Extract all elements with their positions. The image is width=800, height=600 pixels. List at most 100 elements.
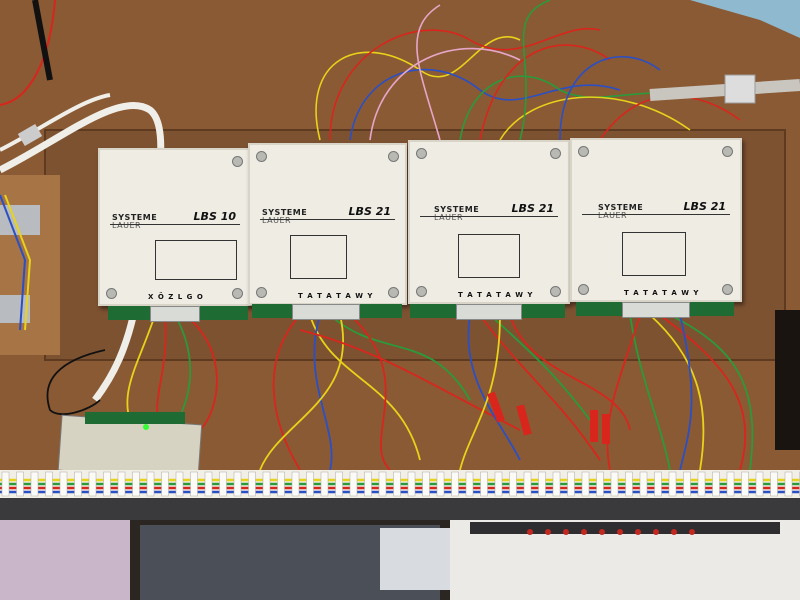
terminal-labels: T A T A T A W Y <box>624 289 700 297</box>
comb-tooth <box>581 471 590 497</box>
comb-tooth <box>639 471 648 497</box>
comb-tooth <box>277 471 285 497</box>
screw-icon <box>722 284 733 295</box>
comb-tooth <box>538 471 546 497</box>
screw-icon <box>550 148 561 159</box>
comb-tooth <box>291 471 300 497</box>
screw-icon <box>416 148 427 159</box>
comb-tooth <box>523 471 532 497</box>
terminal-labels: T A T A T A W Y <box>458 291 534 299</box>
comb-tooth <box>697 471 706 497</box>
comb-tooth <box>480 471 488 497</box>
comb-tooth <box>233 471 242 497</box>
brand-label: SYSTEME LAUER <box>112 213 158 230</box>
model-label: LBS 21 <box>683 200 726 213</box>
comb-tooth <box>465 471 474 497</box>
divider <box>260 219 395 220</box>
comb-tooth <box>320 471 329 497</box>
brand-label: SYSTEME LAUER <box>262 208 308 225</box>
comb-tooth <box>132 471 140 497</box>
comb-tooth <box>668 471 677 497</box>
led-icon <box>671 529 677 535</box>
comb-tooth <box>146 471 155 497</box>
comb-tooth <box>349 471 358 497</box>
led-icon <box>635 529 641 535</box>
comb-tooth <box>16 471 24 497</box>
comb-tooth <box>45 471 53 497</box>
screw-icon <box>578 146 589 157</box>
screw-icon <box>388 287 399 298</box>
comb-tooth <box>175 471 184 497</box>
comb-tooth <box>494 471 503 497</box>
screw-icon <box>416 286 427 297</box>
terminal-block <box>622 302 690 318</box>
led-icon <box>563 529 569 535</box>
comb-tooth <box>248 471 256 497</box>
comb-tooth <box>30 471 39 497</box>
comb-tooth <box>219 471 227 497</box>
brand-label: SYSTEME LAUER <box>434 205 480 222</box>
terminal-labels: X Ö Z L G O <box>148 293 204 301</box>
comb-tooth <box>770 471 778 497</box>
schematic-box <box>290 235 347 279</box>
divider <box>420 216 558 217</box>
led-icon <box>617 529 623 535</box>
comb-tooth <box>726 471 735 497</box>
brand-label: SYSTEME LAUER <box>598 203 644 220</box>
comb-tooth <box>190 471 198 497</box>
comb-tooth <box>784 471 793 497</box>
comb-tooth <box>683 471 691 497</box>
comb-tooth <box>393 471 401 497</box>
lbs21-module-1: SYSTEME LAUER LBS 21 T A T A T A W Y <box>248 143 407 305</box>
screw-icon <box>232 288 243 299</box>
comb-tooth <box>378 471 387 497</box>
terminal-labels: T A T A T A W Y <box>298 292 374 300</box>
led-icon <box>599 529 605 535</box>
screw-icon <box>256 287 267 298</box>
comb-tooth <box>509 471 517 497</box>
comb-tooth <box>422 471 430 497</box>
led-icon <box>527 529 533 535</box>
screw-icon <box>256 151 267 162</box>
comb-tooth <box>654 471 662 497</box>
lbs21-module-2: SYSTEME LAUER LBS 21 T A T A T A W Y <box>408 140 570 304</box>
comb-tooth <box>567 471 575 497</box>
model-label: LBS 21 <box>348 205 391 218</box>
comb-tooth <box>1 471 10 497</box>
terminal-block <box>456 304 522 320</box>
schematic-box <box>155 240 237 280</box>
comb-tooth <box>262 471 271 497</box>
comb-tooth <box>625 471 633 497</box>
comb-tooth <box>407 471 416 497</box>
screw-icon <box>550 286 561 297</box>
comb-tooth <box>755 471 764 497</box>
comb-tooth <box>74 471 82 497</box>
comb-tooth <box>161 471 169 497</box>
schematic-box <box>458 234 520 278</box>
model-label: LBS 10 <box>193 210 236 223</box>
comb-tooth <box>741 471 749 497</box>
screw-icon <box>232 156 243 167</box>
screw-icon <box>388 151 399 162</box>
terminal-block <box>292 304 360 320</box>
lbs21-module-3: SYSTEME LAUER LBS 21 T A T A T A W Y <box>570 138 742 302</box>
screw-icon <box>578 284 589 295</box>
comb-tooth <box>335 471 343 497</box>
screw-icon <box>722 146 733 157</box>
led-icon <box>545 529 551 535</box>
led-icon <box>689 529 695 535</box>
comb-tooth <box>59 471 68 497</box>
schematic-box <box>622 232 686 276</box>
comb-tooth <box>88 471 97 497</box>
screw-icon <box>106 288 117 299</box>
comb-tooth <box>306 471 314 497</box>
divider <box>582 214 730 215</box>
comb-tooth <box>103 471 111 497</box>
model-label: LBS 21 <box>511 202 554 215</box>
comb-tooth <box>204 471 213 497</box>
terminal-block <box>150 306 200 322</box>
comb-tooth <box>712 471 720 497</box>
comb-tooth <box>436 471 445 497</box>
led-icon <box>581 529 587 535</box>
comb-tooth <box>117 471 126 497</box>
